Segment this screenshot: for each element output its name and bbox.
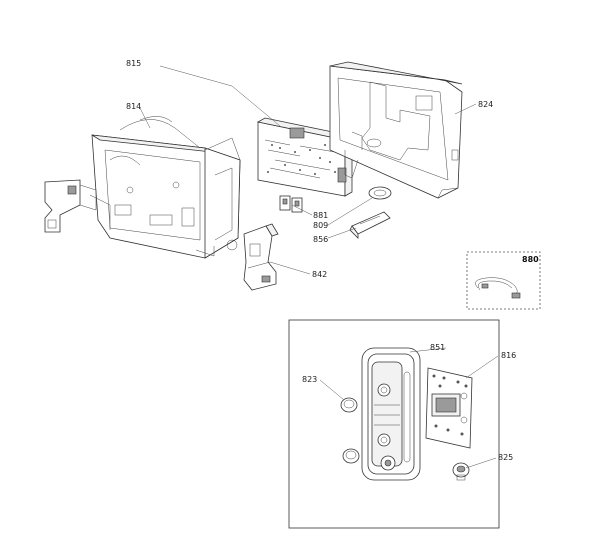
part-823-button-bottom	[342, 448, 360, 464]
leader-lines	[139, 65, 499, 469]
callout-851: 851	[430, 343, 445, 352]
part-881-connector	[279, 195, 303, 213]
callout-856: 856	[313, 235, 328, 244]
callout-814: 814	[126, 102, 141, 111]
callout-825: 825	[498, 453, 513, 462]
callout-880: 880	[522, 255, 539, 264]
part-814-housing	[91, 116, 241, 259]
lower-assembly-frame	[288, 319, 500, 529]
part-880-box	[466, 251, 541, 310]
callout-881: 881	[313, 211, 328, 220]
callout-809: 809	[313, 221, 328, 230]
part-824-cover	[329, 61, 463, 199]
callout-823: 823	[302, 375, 317, 384]
part-851-faceplate	[361, 347, 421, 481]
part-823-button-top	[340, 397, 358, 413]
callout-815: 815	[126, 59, 141, 68]
callout-824: 824	[478, 100, 493, 109]
part-816-circuit-board	[425, 367, 473, 449]
left-bracket-part	[44, 179, 111, 233]
part-809	[368, 186, 392, 200]
callout-816: 816	[501, 351, 516, 360]
callout-842: 842	[312, 270, 327, 279]
part-825-knob	[452, 462, 470, 481]
part-856-strip	[349, 211, 391, 239]
part-842-bracket	[243, 223, 279, 291]
